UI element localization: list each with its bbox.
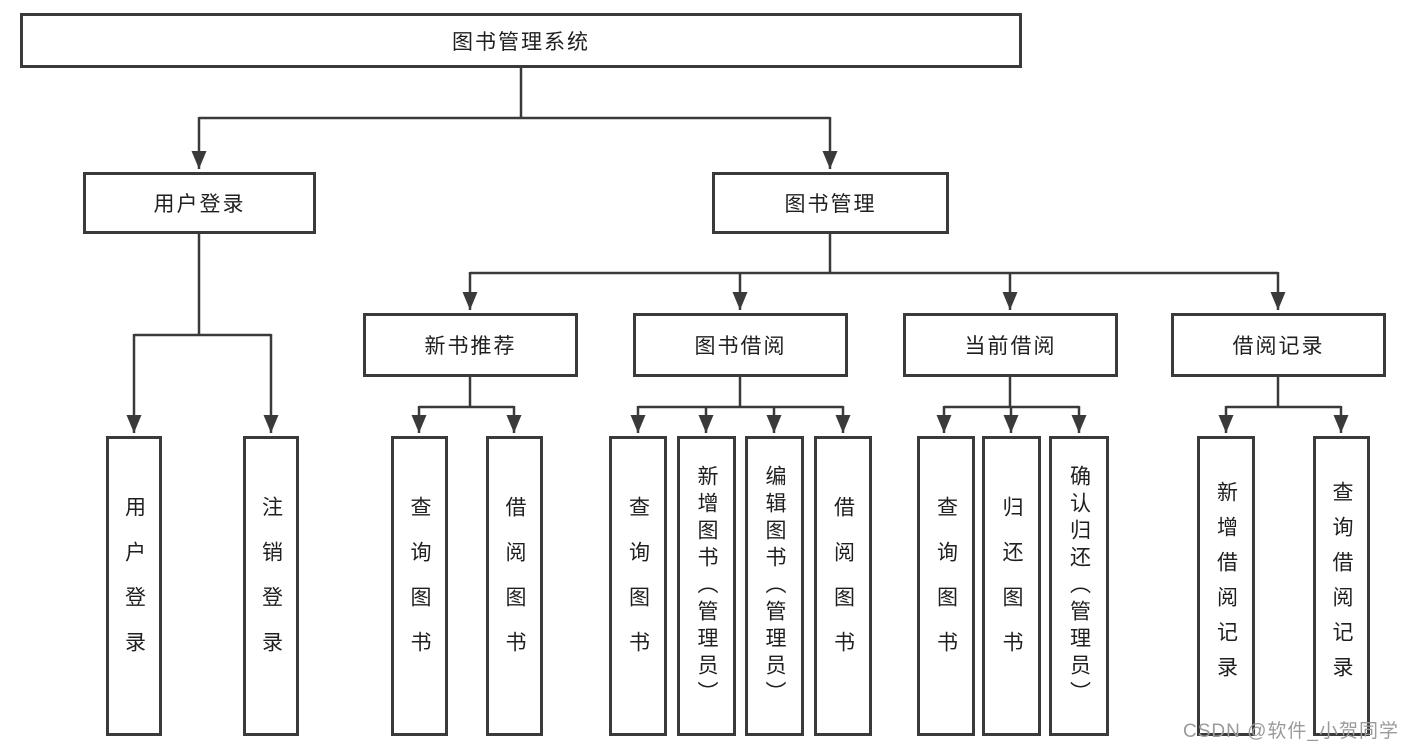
node-library-management-system: 图书管理系统 — [20, 13, 1022, 68]
leaf-borrow-books-borrowing: 借阅图书 — [814, 436, 872, 736]
leaf-user-login-label: 用户登录 — [122, 496, 146, 676]
leaf-user-login: 用户登录 — [106, 436, 162, 736]
node-borrowing-records: 借阅记录 — [1171, 313, 1386, 377]
leaf-confirm-return-admin-label: 确认归还（管理员） — [1067, 464, 1091, 708]
node-book-management: 图书管理 — [712, 172, 949, 234]
leaf-add-books-admin: 新增图书（管理员） — [677, 436, 736, 736]
leaf-query-books-recommend-label: 查询图书 — [408, 496, 431, 676]
watermark: CSDN @软件_小贺同学 — [1183, 721, 1399, 742]
leaf-add-books-admin-label: 新增图书（管理员） — [695, 464, 718, 708]
leaf-query-borrow-record: 查询借阅记录 — [1313, 436, 1370, 736]
leaf-logout-login: 注销登录 — [243, 436, 299, 736]
leaf-edit-books-admin-label: 编辑图书（管理员） — [763, 464, 786, 708]
leaf-return-books: 归还图书 — [982, 436, 1041, 736]
node-user-login: 用户登录 — [83, 172, 316, 234]
leaf-query-books-current: 查询图书 — [917, 436, 975, 736]
node-new-book-recommendation: 新书推荐 — [363, 313, 578, 377]
leaf-borrow-books-recommend-label: 借阅图书 — [503, 496, 526, 676]
leaf-add-borrow-record: 新增借阅记录 — [1197, 436, 1255, 736]
leaf-add-borrow-record-label: 新增借阅记录 — [1214, 481, 1238, 691]
leaf-edit-books-admin: 编辑图书（管理员） — [745, 436, 804, 736]
leaf-return-books-label: 归还图书 — [1000, 496, 1023, 676]
leaf-borrow-books-borrowing-label: 借阅图书 — [831, 496, 855, 676]
leaf-confirm-return-admin: 确认归还（管理员） — [1049, 436, 1109, 736]
node-current-borrowing: 当前借阅 — [903, 313, 1118, 377]
leaf-query-books-borrowing: 查询图书 — [609, 436, 667, 736]
leaf-borrow-books-recommend: 借阅图书 — [486, 436, 543, 736]
leaf-logout-login-label: 注销登录 — [259, 496, 283, 676]
leaf-query-books-current-label: 查询图书 — [934, 496, 958, 676]
leaf-query-books-recommend: 查询图书 — [391, 436, 448, 736]
leaf-query-books-borrowing-label: 查询图书 — [626, 496, 650, 676]
leaf-query-borrow-record-label: 查询借阅记录 — [1330, 481, 1353, 691]
node-book-borrowing: 图书借阅 — [633, 313, 848, 377]
